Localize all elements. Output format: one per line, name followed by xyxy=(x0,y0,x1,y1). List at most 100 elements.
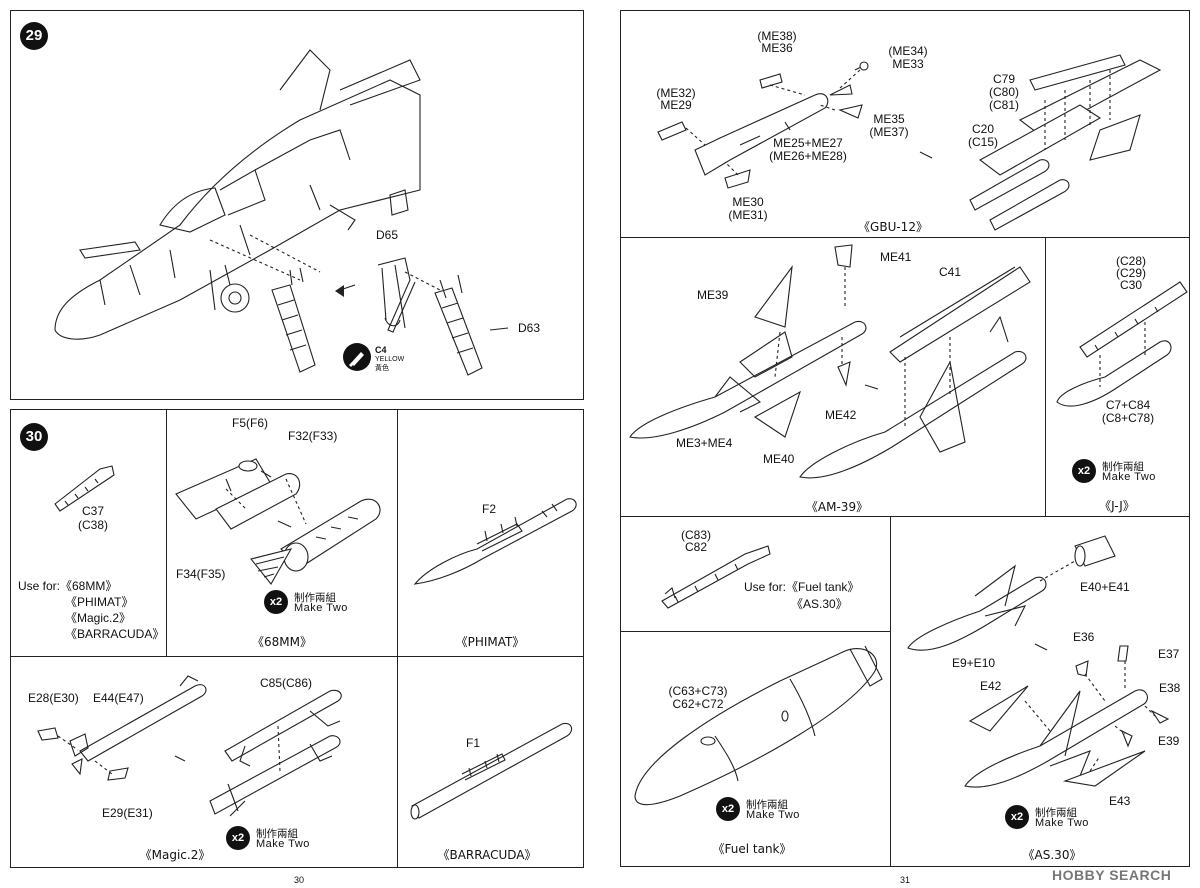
label-me42: ME42 xyxy=(825,408,857,422)
label-e43: E43 xyxy=(1109,794,1131,808)
phimat-pod-drawing xyxy=(413,498,577,585)
make-two-en: Make Two xyxy=(1035,817,1089,829)
label-c62: C62+C72 xyxy=(672,697,724,711)
watermark: HOBBY SEARCH xyxy=(1052,867,1172,883)
caption-magic2: 《Magic.2》 xyxy=(139,848,211,862)
label-c85: C85(C86) xyxy=(260,676,313,690)
label-e37: E37 xyxy=(1158,647,1180,661)
magic2-missile-drawing xyxy=(37,675,342,817)
label-c79: C79 xyxy=(992,72,1016,86)
label-e36: E36 xyxy=(1073,630,1095,644)
label-me34: (ME34) xyxy=(888,44,928,58)
step-29-badge: 29 xyxy=(20,22,48,50)
fuel-pylon-drawing xyxy=(661,545,771,609)
paint-code: C4 xyxy=(375,345,387,355)
label-c38: (C38) xyxy=(77,518,109,532)
use-for-68mm: Use for:《68MM》 xyxy=(18,579,118,593)
label-me36: ME36 xyxy=(761,41,793,55)
label-me33: ME33 xyxy=(892,57,924,71)
label-c41: C41 xyxy=(939,265,962,279)
step-30-badge: 30 xyxy=(20,423,48,451)
label-f32: F32(F33) xyxy=(288,429,338,443)
label-me31: (ME31) xyxy=(728,208,768,222)
label-c37: C37 xyxy=(81,504,105,518)
fuel-tank-drawing xyxy=(634,645,883,806)
caption-fuel-tank: 《Fuel tank》 xyxy=(712,842,792,856)
label-me29: ME29 xyxy=(660,98,692,112)
use-for-as30: 《AS.30》 xyxy=(791,597,848,611)
label-c80: (C80) xyxy=(988,85,1020,99)
step-30-barracuda-panel xyxy=(397,656,584,868)
caption-68mm: 《68MM》 xyxy=(252,635,312,649)
make-two-zh: 制作兩組 xyxy=(1102,461,1144,473)
paint-callout: C4 YELLOW 黃色 xyxy=(343,343,413,373)
barracuda-pod-drawing xyxy=(410,722,573,820)
rocket-pod-68mm-drawing xyxy=(175,458,381,585)
caption-barracuda: 《BARRACUDA》 xyxy=(437,848,537,862)
label-f1: F1 xyxy=(466,736,481,750)
make-two-zh: 制作兩組 xyxy=(256,828,298,840)
use-for-magic2: 《Magic.2》 xyxy=(65,611,132,625)
label-c7: C7+C84 xyxy=(1105,398,1151,412)
label-me25: ME25+ME27 xyxy=(773,136,843,150)
use-for-barracuda: 《BARRACUDA》 xyxy=(65,627,165,641)
page-number-left: 30 xyxy=(294,875,305,885)
label-c15: (C15) xyxy=(967,135,999,149)
caption-phimat: 《PHIMAT》 xyxy=(455,635,525,649)
label-f5: F5(F6) xyxy=(232,416,268,430)
caption-jj: 《J-J》 xyxy=(1099,499,1135,513)
label-c29: (C29) xyxy=(1115,266,1147,280)
make-two-count: x2 xyxy=(1072,459,1096,483)
make-two-en: Make Two xyxy=(294,602,348,614)
use-for-fuel-tank: Use for:《Fuel tank》 xyxy=(744,580,860,594)
make-two-zh: 制作兩組 xyxy=(746,799,788,811)
as30-panel xyxy=(890,516,1190,867)
label-c82: C82 xyxy=(684,540,708,554)
label-f34: F34(F35) xyxy=(176,567,226,581)
paint-name-en: YELLOW xyxy=(375,356,405,363)
make-two-en: Make Two xyxy=(746,809,800,821)
paint-name-zh: 黃色 xyxy=(375,364,389,372)
label-e9: E9+E10 xyxy=(952,656,996,670)
label-e29: E29(E31) xyxy=(102,806,153,820)
label-e39: E39 xyxy=(1158,734,1180,748)
make-two-en: Make Two xyxy=(256,838,310,850)
label-e40: E40+E41 xyxy=(1080,580,1130,594)
make-two-count: x2 xyxy=(1005,805,1029,829)
label-c83: (C83) xyxy=(680,528,712,542)
make-two-count: x2 xyxy=(264,590,288,614)
paint-brush-icon xyxy=(343,343,371,371)
cockpit-nose-drawing xyxy=(54,49,509,376)
make-two-zh: 制作兩組 xyxy=(294,592,336,604)
caption-am39: 《AM-39》 xyxy=(805,500,869,514)
pylon-c37-drawing xyxy=(54,465,115,512)
label-me30: ME30 xyxy=(732,195,764,209)
as30-missile-drawing xyxy=(907,535,1170,788)
label-me40: ME40 xyxy=(763,452,795,466)
label-c28: (C28) xyxy=(1115,254,1147,268)
label-me32: (ME32) xyxy=(656,86,696,100)
jj-tank-drawing xyxy=(1056,281,1188,407)
label-me35: ME35 xyxy=(873,112,905,126)
label-d63: D63 xyxy=(518,321,541,335)
label-e38: E38 xyxy=(1159,681,1181,695)
am39-missile-drawing xyxy=(629,244,1031,479)
make-two-count: x2 xyxy=(226,826,250,850)
label-me37: (ME37) xyxy=(869,125,909,139)
label-e28: E28(E30) xyxy=(28,691,79,705)
page-number-right: 31 xyxy=(900,875,911,885)
caption-as30: 《AS.30》 xyxy=(1022,848,1082,862)
label-me3: ME3+ME4 xyxy=(676,436,733,450)
make-two-zh: 制作兩組 xyxy=(1035,807,1077,819)
make-two-count: x2 xyxy=(716,797,740,821)
label-e44: E44(E47) xyxy=(93,691,144,705)
label-me38: (ME38) xyxy=(757,29,797,43)
label-c8: (C8+C78) xyxy=(1101,411,1155,425)
gbu12-bomb-drawing xyxy=(657,54,1162,231)
make-two-en: Make Two xyxy=(1102,471,1156,483)
label-me41: ME41 xyxy=(880,250,912,264)
label-c20: C20 xyxy=(971,122,995,136)
caption-gbu12: 《GBU-12》 xyxy=(858,220,928,234)
label-c81: (C81) xyxy=(988,98,1020,112)
use-for-phimat: 《PHIMAT》 xyxy=(65,595,134,609)
